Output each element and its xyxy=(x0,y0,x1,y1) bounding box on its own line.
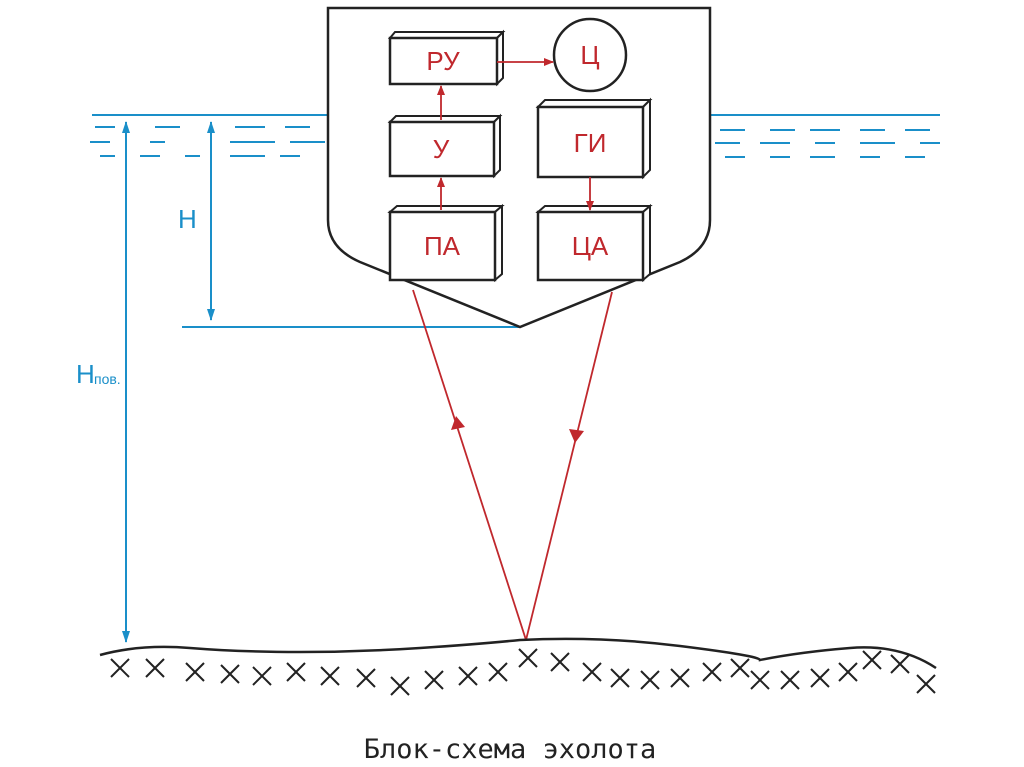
signal-arrows xyxy=(437,58,594,211)
sound-rays xyxy=(412,289,613,641)
bottom-cross-stroke xyxy=(916,674,936,694)
bottom-cross-stroke xyxy=(582,662,602,682)
bottom-cross-stroke xyxy=(390,676,410,696)
bottom-cross-stroke xyxy=(110,658,130,678)
bottom-cross-stroke xyxy=(286,662,306,682)
bottom-cross-stroke xyxy=(810,668,830,688)
ray-up-arrowhead xyxy=(451,416,465,430)
block-pa-label: ПА xyxy=(424,231,461,261)
label-h-pov-subscript: пов. xyxy=(94,371,121,387)
bottom-cross-stroke xyxy=(640,670,660,690)
bottom-cross-stroke xyxy=(670,668,690,688)
ray-down-arrowhead xyxy=(569,429,584,443)
bottom-cross-stroke xyxy=(780,670,800,690)
bottom-cross-stroke xyxy=(610,668,630,688)
block-ru-label: РУ xyxy=(426,46,460,76)
water-ripples xyxy=(90,126,940,158)
block-pa: ПА xyxy=(387,203,505,283)
bottom-cross-stroke xyxy=(356,668,376,688)
bottom-cross-stroke xyxy=(518,648,538,668)
bottom-cross-stroke xyxy=(424,670,444,690)
ray-emitted xyxy=(525,291,613,641)
bottom-cross-stroke xyxy=(890,654,910,674)
block-gi: ГИ xyxy=(535,97,653,180)
ray-direction-arrows xyxy=(451,416,584,443)
bottom-cross-stroke xyxy=(458,666,478,686)
bottom-cross-stroke xyxy=(702,662,722,682)
block-c-label: Ц xyxy=(580,40,599,70)
block-u-label: У xyxy=(433,134,450,164)
block-ru: РУ xyxy=(387,29,506,87)
bottom-cross-stroke xyxy=(862,650,882,670)
label-h-pov: Н xyxy=(76,359,95,389)
bottom-cross-stroke xyxy=(730,658,750,678)
bottom-cross-stroke xyxy=(320,666,340,686)
block-c: Ц xyxy=(552,17,628,93)
block-ca: ЦА xyxy=(535,203,653,283)
sea-bottom-line xyxy=(99,637,937,670)
label-h: Н xyxy=(178,204,197,234)
bottom-cross-stroke xyxy=(838,662,858,682)
block-u: У xyxy=(387,113,503,179)
bottom-cross-stroke xyxy=(252,666,272,686)
bottom-cross-stroke xyxy=(145,658,165,678)
block-ca-label: ЦА xyxy=(572,231,609,261)
bottom-cross-stroke xyxy=(488,662,508,682)
diagram-caption: Блок-схема эхолота xyxy=(364,734,657,765)
bottom-cross-stroke xyxy=(220,664,240,684)
sea-bottom-hatching xyxy=(110,648,936,696)
ship-hull xyxy=(326,6,712,329)
bottom-cross-stroke xyxy=(185,662,205,682)
block-gi-label: ГИ xyxy=(574,128,607,158)
ray-reflected xyxy=(412,289,527,641)
bottom-cross-stroke xyxy=(550,652,570,672)
bottom-cross-stroke xyxy=(750,670,770,690)
